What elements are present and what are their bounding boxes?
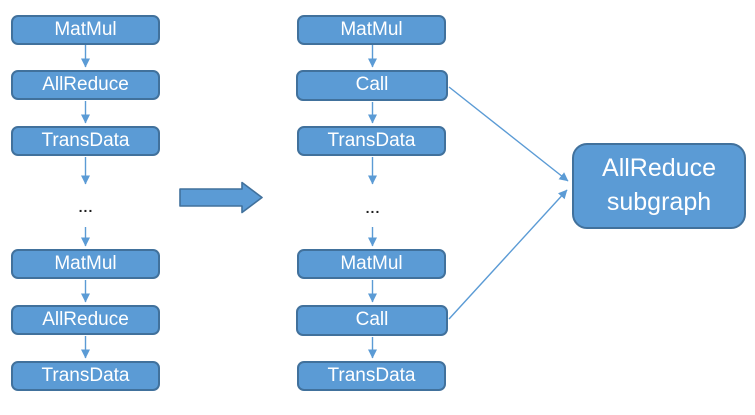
node-label: AllReduce (42, 73, 129, 95)
node-label: TransData (327, 129, 416, 151)
node-before-allreduce-1: AllReduce (11, 70, 160, 100)
node-label: MatMul (54, 18, 117, 40)
node-label: MatMul (54, 252, 117, 274)
node-label: Call (355, 309, 389, 330)
node-label: Call (355, 74, 389, 95)
node-label: TransData (41, 364, 130, 386)
node-after-call-1: Call (296, 70, 448, 101)
node-after-matmul-2: MatMul (297, 249, 446, 279)
node-label: AllReduce (42, 308, 129, 330)
node-before-transdata-1: TransData (11, 126, 160, 156)
node-before-transdata-2: TransData (11, 361, 160, 391)
node-label: MatMul (340, 252, 403, 274)
node-before-matmul-2: MatMul (11, 249, 160, 279)
node-after-transdata-1: TransData (297, 126, 446, 156)
node-after-matmul-1: MatMul (297, 15, 446, 45)
subgraph-label-line2: subgraph (606, 188, 712, 216)
node-label: TransData (327, 364, 416, 386)
node-label: MatMul (340, 18, 403, 40)
node-before-allreduce-2: AllReduce (11, 305, 160, 335)
node-after-call-2: Call (296, 305, 448, 336)
node-allreduce-subgraph: AllReduce subgraph (572, 143, 746, 229)
transform-arrow-icon (179, 181, 263, 214)
node-after-transdata-2: TransData (297, 361, 446, 391)
edge-call-top-to-subgraph (448, 86, 569, 182)
node-label: TransData (41, 129, 130, 151)
after-ellipsis: ... (365, 200, 381, 216)
subgraph-label-line1: AllReduce (602, 154, 716, 183)
before-ellipsis: ... (78, 199, 94, 215)
edge-call-bottom-to-subgraph (448, 189, 568, 320)
node-before-matmul-1: MatMul (11, 15, 160, 45)
